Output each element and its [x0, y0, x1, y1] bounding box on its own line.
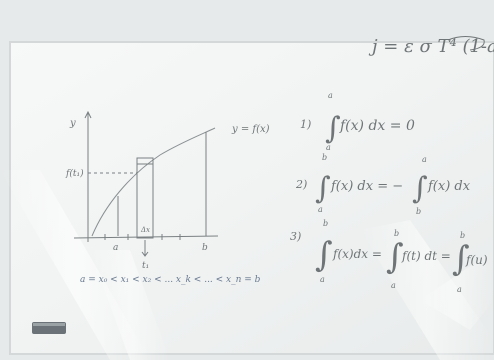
eq2-number: 2) — [295, 178, 307, 191]
x-axis — [73, 235, 219, 239]
eq1-upper: a — [328, 91, 333, 100]
eq2-right-lower: b — [416, 207, 421, 216]
eq2-upper: b — [322, 153, 327, 162]
a-label: a — [113, 243, 118, 253]
eq2-integral-left: ∫ — [315, 171, 331, 206]
eq3-2-upper: b — [394, 229, 399, 238]
light-glare — [420, 250, 494, 330]
riemann-strip — [136, 157, 154, 239]
eq2-body-left: f(x) dx = − — [330, 179, 403, 194]
eq3-upper: b — [323, 219, 328, 228]
partition-text: a = x₀ < x₁ < x₂ < ... x_k < ... < x_n =… — [80, 275, 261, 285]
eq1-number: 1) — [300, 118, 311, 131]
delta-x-label: Δx — [140, 226, 150, 234]
eq3-3-upper: b — [460, 231, 465, 240]
eq3-lower: a — [320, 275, 325, 284]
eq2-right-upper: a — [422, 155, 427, 164]
eq3-integral-1: ∫ — [315, 235, 333, 275]
eq1-lower: a — [326, 143, 331, 152]
light-glare — [90, 250, 170, 360]
top-formula: j = ε σ T⁴ (1-a) — [368, 36, 494, 57]
eraser-top — [33, 323, 65, 326]
f-t-label: f(t₁) — [65, 168, 84, 179]
y-axis-arrow — [84, 110, 92, 119]
eq3-integral-2: ∫ — [386, 237, 404, 277]
light-glare — [360, 220, 494, 360]
eq3-2-lower: a — [391, 281, 396, 290]
t-pointer-arrow — [141, 251, 149, 257]
formula-bracket-mark — [447, 36, 485, 51]
eq3-body-3: f(u) — [465, 253, 488, 267]
curve-label: y = f(x) — [231, 124, 270, 135]
riemann-graph — [73, 110, 219, 257]
y-axis-label: y — [69, 118, 76, 129]
eq1-integral: ∫ — [325, 111, 341, 146]
curve — [91, 127, 216, 237]
eq1-body: f(x) dx = 0 — [339, 118, 415, 134]
b-label: b — [202, 243, 208, 253]
t-label: t₁ — [142, 261, 149, 271]
eq2-integral-right: ∫ — [412, 171, 428, 206]
eq3-3-lower: a — [457, 285, 462, 294]
eq2-body-right: f(x) dx — [427, 179, 471, 194]
eq3-body-1: f(x)dx = — [332, 247, 382, 261]
eq2-lower: a — [318, 205, 323, 214]
eq3-number: 3) — [290, 230, 301, 243]
eq3-integral-3: ∫ — [452, 239, 470, 279]
eq3-body-2: f(t) dt = — [401, 249, 451, 263]
light-glare — [0, 170, 150, 360]
